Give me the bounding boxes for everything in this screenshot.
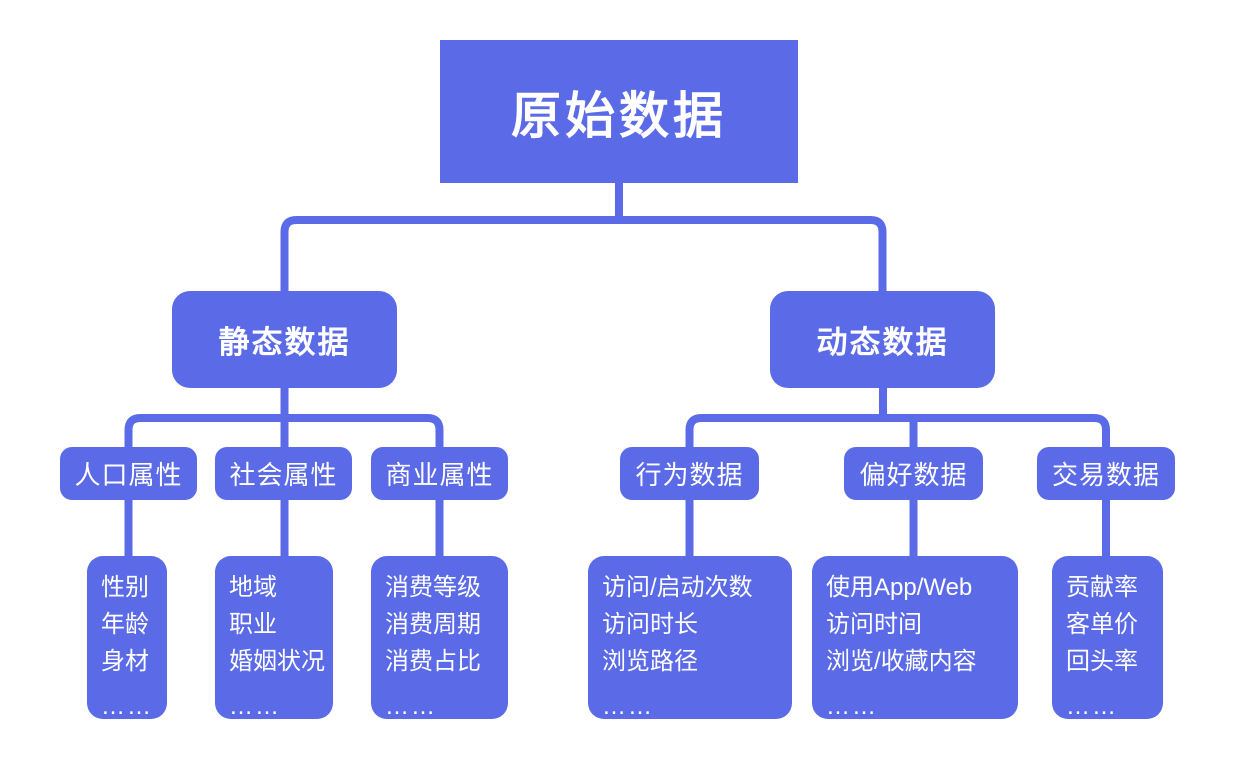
node-behavior-data[interactable]: 行为数据 [620, 447, 759, 500]
node-commercial-attributes[interactable]: 商业属性 [371, 447, 508, 500]
leaf-social-items[interactable]: 地域 职业 婚姻状况 …… [215, 556, 333, 720]
leaf-item: 消费占比 [385, 648, 481, 675]
node-static-data-label: 静态数据 [218, 325, 351, 360]
leaf-preference-items[interactable]: 使用App/Web 访问时间 浏览/收藏内容 …… [812, 556, 1018, 720]
leaf-item: 回头率 [1066, 648, 1138, 675]
leaf-item: 浏览/收藏内容 [826, 648, 977, 675]
leaf-item: 身材 [101, 648, 149, 675]
leaf-item-ellipsis: …… [602, 693, 654, 720]
node-dynamic-data[interactable]: 动态数据 [770, 291, 995, 388]
leaf-item-ellipsis: …… [826, 693, 878, 720]
leaf-item: 访问时长 [602, 611, 698, 638]
leaf-item-ellipsis: …… [385, 693, 437, 720]
leaf-item: 职业 [229, 611, 277, 638]
node-preference-data-label: 偏好数据 [859, 460, 968, 490]
node-root-label: 原始数据 [511, 87, 727, 144]
node-social-attributes[interactable]: 社会属性 [215, 447, 352, 500]
leaf-item: 消费等级 [385, 574, 481, 601]
node-commercial-attributes-label: 商业属性 [385, 460, 494, 490]
node-demographic-attributes-label: 人口属性 [74, 460, 183, 490]
leaf-item: 访问时间 [826, 611, 922, 638]
node-transaction-data[interactable]: 交易数据 [1037, 447, 1175, 500]
leaf-item: 性别 [101, 574, 149, 601]
leaf-commercial-items[interactable]: 消费等级 消费周期 消费占比 …… [371, 556, 508, 720]
connector-root-branches [280, 216, 887, 291]
leaf-item: 消费周期 [385, 611, 481, 638]
leaf-demographic-items[interactable]: 性别 年龄 身材 …… [87, 556, 167, 720]
leaf-item: 访问/启动次数 [602, 574, 753, 601]
leaf-transaction-items[interactable]: 贡献率 客单价 回头率 …… [1052, 556, 1163, 720]
node-behavior-data-label: 行为数据 [635, 460, 744, 490]
node-dynamic-data-label: 动态数据 [816, 325, 949, 360]
node-demographic-attributes[interactable]: 人口属性 [60, 447, 197, 500]
leaf-item: 浏览路径 [602, 648, 698, 675]
node-static-data[interactable]: 静态数据 [172, 291, 397, 388]
leaf-item: 地域 [229, 574, 277, 601]
node-transaction-data-label: 交易数据 [1051, 460, 1160, 490]
leaf-item: 婚姻状况 [229, 648, 325, 675]
leaf-item-ellipsis: …… [1066, 693, 1118, 720]
leaf-item: 客单价 [1066, 611, 1138, 638]
leaf-item: 使用App/Web [826, 574, 973, 601]
node-social-attributes-label: 社会属性 [229, 460, 338, 490]
leaf-item: 贡献率 [1066, 574, 1138, 601]
leaf-behavior-items[interactable]: 访问/启动次数 访问时长 浏览路径 …… [588, 556, 792, 720]
node-root-raw-data[interactable]: 原始数据 [440, 40, 798, 183]
leaf-item-ellipsis: …… [229, 693, 281, 720]
leaf-item: 年龄 [101, 611, 149, 638]
node-preference-data[interactable]: 偏好数据 [844, 447, 983, 500]
leaf-item-ellipsis: …… [101, 693, 153, 720]
